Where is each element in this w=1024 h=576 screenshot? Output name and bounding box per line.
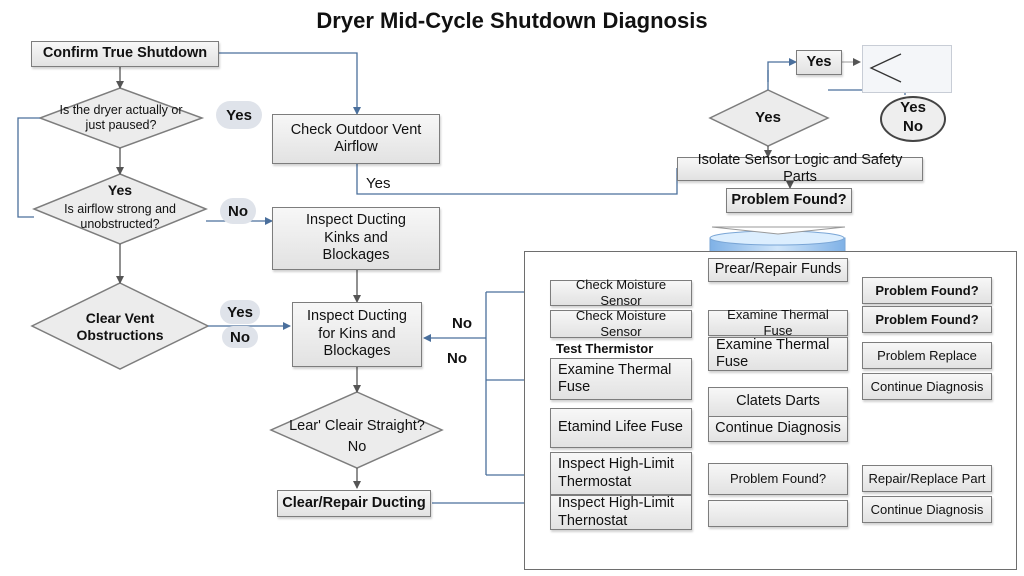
middle-no-label-2: No: [447, 350, 467, 367]
paused-decision-diamond: [37, 87, 205, 149]
problem-found-node[interactable]: Problem Found?: [726, 188, 852, 213]
clear-vent-diamond: [30, 282, 210, 370]
check-moisture-node-1[interactable]: Check Moisture Sensor: [550, 277, 692, 308]
yes-no-oval: [880, 96, 946, 142]
confirm-shutdown-node[interactable]: Confirm True Shutdown: [31, 41, 219, 67]
problem-found-right-node-2[interactable]: Problem Found?: [862, 306, 992, 333]
top-yes-node[interactable]: Yes: [796, 50, 842, 75]
clear-straight-diamond: [269, 391, 444, 469]
middle-no-label-1: No: [452, 315, 472, 332]
check-outdoor-vent-node[interactable]: Check Outdoor Vent Airflow: [272, 114, 440, 164]
diagram-title: Dryer Mid-Cycle Shutdown Diagnosis: [316, 8, 708, 33]
top-right-yes-diamond: [708, 89, 830, 147]
clear-repair-ducting-node[interactable]: Clear/Repair Ducting: [277, 490, 431, 517]
airflow-decision-diamond: [32, 173, 208, 245]
repair-replace-part-node[interactable]: Repair/Replace Part: [862, 465, 992, 492]
isolate-sensor-node[interactable]: Isolate Sensor Logic and Safety Parts: [677, 152, 923, 185]
problem-replace-node[interactable]: Problem Replace: [862, 342, 992, 369]
problem-found-right-node-1[interactable]: Problem Found?: [862, 277, 992, 304]
problem-found-mid-node[interactable]: Problem Found?: [708, 463, 848, 495]
continue-diagnosis-right-node-1[interactable]: Continue Diagnosis: [862, 373, 992, 400]
test-thermistor-label: Test Thermistor: [556, 341, 654, 356]
yes-pill-2: Yes: [220, 300, 260, 324]
inspect-high-limit-node-2[interactable]: Inspect High-Limit Thernostat: [550, 495, 692, 530]
empty-node[interactable]: [708, 500, 848, 527]
no-pill-1: No: [220, 198, 256, 224]
prear-repair-node[interactable]: Prear/Repair Funds: [708, 258, 848, 282]
examine-thermal-fuse-mid-2[interactable]: Examine Thermal Fuse: [708, 337, 848, 371]
faded-box: [862, 45, 952, 93]
oval-yes-label: Yes: [900, 99, 926, 116]
etamind-fuse-node[interactable]: Etamind Lifee Fuse: [550, 408, 692, 448]
yes-pill-1: Yes: [216, 101, 262, 129]
inspect-high-limit-node-1[interactable]: Inspect High-Limit Thermostat: [550, 452, 692, 495]
inspect-ducting-node-2[interactable]: Inspect Ducting for Kins and Blockages: [292, 302, 422, 367]
check-moisture-node-2[interactable]: Check Moisture Sensor: [550, 308, 692, 339]
outdoor-vent-yes-label: Yes: [366, 175, 391, 192]
no-pill-2: No: [222, 326, 258, 348]
examine-thermal-fuse-mid-1[interactable]: Examine Thermal Fuse: [708, 307, 848, 338]
clatets-darts-node[interactable]: Clatets Darts: [708, 387, 848, 417]
oval-no-label: No: [903, 118, 923, 135]
continue-diagnosis-right-node-2[interactable]: Continue Diagnosis: [862, 496, 992, 523]
inspect-ducting-node-1[interactable]: Inspect Ducting Kinks and Blockages: [272, 207, 440, 270]
examine-thermal-fuse-left-node[interactable]: Examine Thermal Fuse: [550, 358, 692, 400]
continue-diagnosis-mid-node[interactable]: Continue Diagnosis: [708, 416, 848, 442]
